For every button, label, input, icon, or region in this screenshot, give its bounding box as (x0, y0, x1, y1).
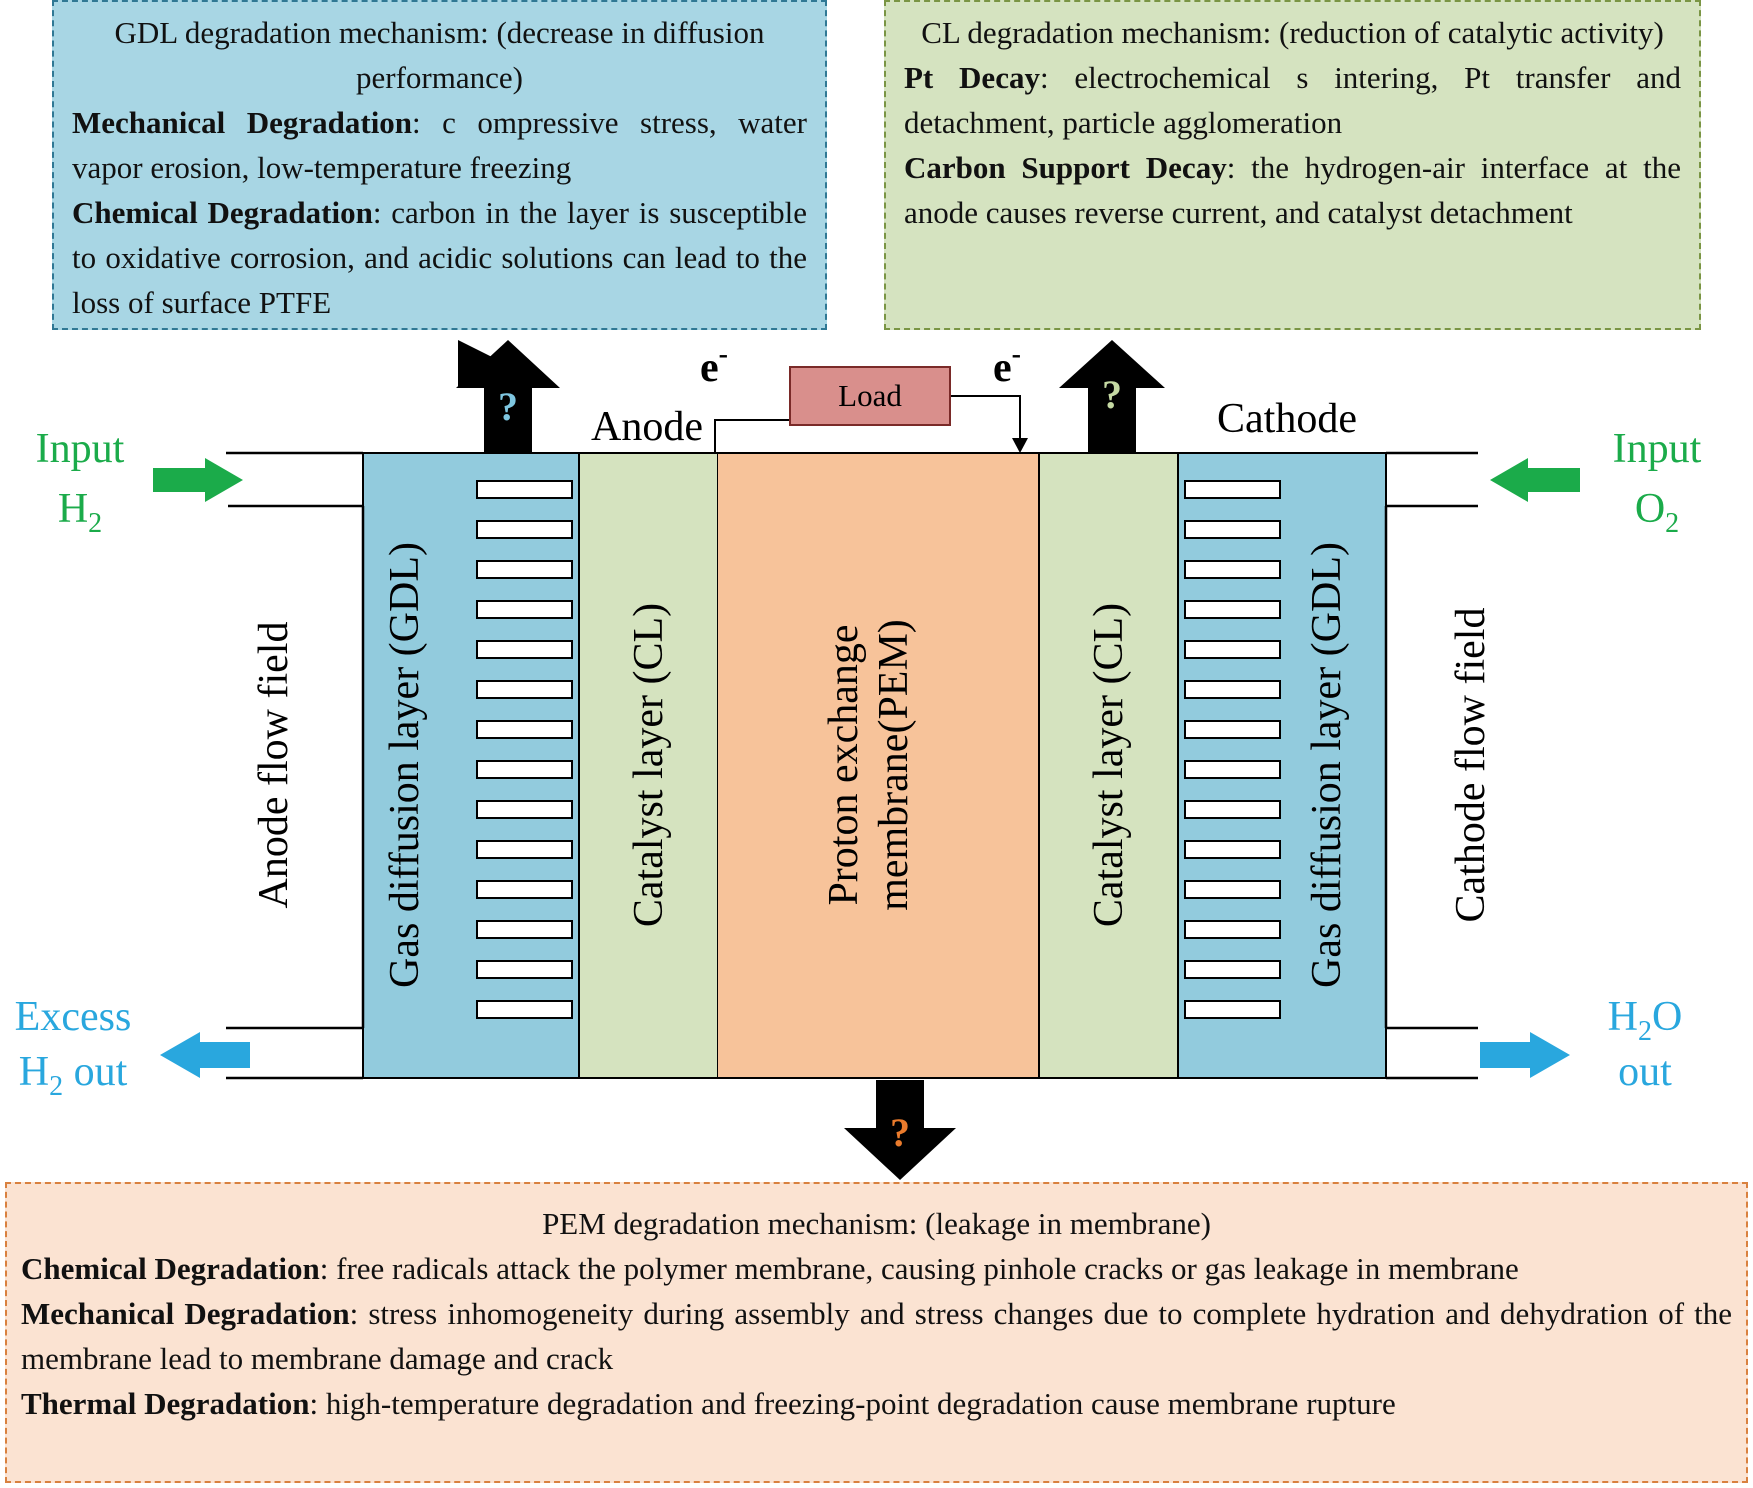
gdl-chemical-item: Chemical Degradation: carbon in the laye… (72, 190, 807, 325)
cl-pt-term: Pt Decay (904, 60, 1040, 95)
pem-thermal-item: Thermal Degradation: high-temperature de… (21, 1381, 1732, 1426)
pem-degradation-arrow (844, 1080, 956, 1180)
circuit-arrow-head (1012, 438, 1028, 453)
circuit-wire-left (714, 419, 790, 453)
pem-thermal-term: Thermal Degradation (21, 1386, 310, 1421)
flow-channel-rib (476, 960, 573, 979)
flow-channel-rib (1184, 560, 1281, 579)
flow-channel-rib (476, 640, 573, 659)
flow-channel-rib (1184, 960, 1281, 979)
electron-right: e- (993, 339, 1021, 391)
pem-chemical-text: : free radicals attack the polymer membr… (319, 1251, 1519, 1286)
cl-left-label: Catalyst layer (CL) (626, 603, 672, 927)
gdl-left-ribs (476, 480, 573, 1019)
input-h2-arrow (153, 458, 243, 502)
gdl-box-title: GDL degradation mechanism: (decrease in … (114, 15, 765, 95)
cl-question-mark: ? (1102, 372, 1122, 417)
pem-mechanical-item: Mechanical Degradation: stress inhomogen… (21, 1291, 1732, 1381)
cl-box-title: CL degradation mechanism: (reduction of … (921, 15, 1664, 50)
pem-chemical-item: Chemical Degradation: free radicals atta… (21, 1246, 1732, 1291)
flow-channel-rib (1184, 520, 1281, 539)
cathode-flow-field-label: Cathode flow field (1448, 608, 1494, 923)
flow-channel-rib (476, 760, 573, 779)
pem-question-mark: ? (890, 1110, 910, 1155)
cl-pt-item: Pt Decay: electrochemical s intering, Pt… (904, 55, 1681, 145)
pem-mechanical-term: Mechanical Degradation (21, 1296, 350, 1331)
flow-channel-rib (1184, 480, 1281, 499)
gdl-mechanical-text: : c ompressive stress, water vapor erosi… (72, 105, 807, 185)
flow-channel-rib (476, 880, 573, 899)
excess-h2-label-line2: H2 out (19, 1049, 128, 1102)
cl-right-layer (1038, 452, 1179, 1079)
pem-label-line1: Proton exchange (821, 624, 867, 905)
anode-label: Anode (591, 404, 703, 450)
pem-thermal-text: : high-temperature degradation and freez… (309, 1386, 1396, 1421)
flow-channel-rib (1184, 800, 1281, 819)
flow-channel-rib (476, 1000, 573, 1019)
gdl-question-mark: ? (498, 384, 518, 429)
pem-layer (718, 453, 1039, 1078)
excess-h2-label-line1: Excess (15, 994, 132, 1040)
gdl-degradation-box: GDL degradation mechanism: (decrease in … (52, 0, 827, 330)
gdl-mechanical-item: Mechanical Degradation: c ompressive str… (72, 100, 807, 190)
flow-channel-rib (476, 600, 573, 619)
flow-channel-rib (1184, 600, 1281, 619)
load-box (789, 366, 951, 426)
h2o-out-label-line1: H2O (1608, 994, 1683, 1047)
flow-channel-rib (1184, 640, 1281, 659)
pem-label-line2: membrane(PEM) (871, 619, 917, 911)
flow-channel-rib (476, 840, 573, 859)
cl-degradation-arrow (1059, 340, 1165, 453)
circuit-wire-right (950, 395, 1021, 444)
pem-box-title: PEM degradation mechanism: (leakage in m… (542, 1206, 1211, 1241)
flow-channel-rib (1184, 680, 1281, 699)
input-h2-label-line2: H2 (58, 486, 102, 539)
h2o-out-label-line2: out (1618, 1049, 1672, 1095)
gdl-mechanical-term: Mechanical Degradation (72, 105, 413, 140)
flow-channel-rib (476, 800, 573, 819)
cl-right-label: Catalyst layer (CL) (1086, 603, 1132, 927)
gdl-left-label: Gas diffusion layer (GDL) (382, 542, 428, 988)
input-h2-label-line1: Input (36, 426, 125, 472)
gdl-right-ribs (1184, 480, 1281, 1019)
flow-channel-rib (476, 560, 573, 579)
cl-carbon-term: Carbon Support Decay (904, 150, 1227, 185)
flow-channel-rib (1184, 1000, 1281, 1019)
flow-channel-rib (1184, 840, 1281, 859)
input-o2-label-line2: O2 (1635, 486, 1679, 539)
flow-channel-rib (476, 520, 573, 539)
pem-mechanical-text: : stress inhomogeneity during assembly a… (21, 1296, 1732, 1376)
input-o2-arrow (1490, 458, 1580, 502)
cl-carbon-item: Carbon Support Decay: the hydrogen-air i… (904, 145, 1681, 235)
cl-degradation-box: CL degradation mechanism: (reduction of … (884, 0, 1701, 330)
gdl-chemical-term: Chemical Degradation (72, 195, 373, 230)
flow-channel-rib (476, 920, 573, 939)
flow-channel-rib (476, 680, 573, 699)
pem-degradation-box: PEM degradation mechanism: (leakage in m… (5, 1182, 1748, 1483)
flow-channel-rib (1184, 760, 1281, 779)
flow-channel-rib (1184, 720, 1281, 739)
gdl-degradation-arrow-body (456, 340, 560, 453)
load-label: Load (838, 378, 902, 413)
cathode-label: Cathode (1217, 396, 1357, 442)
electron-left: e- (700, 339, 728, 391)
cl-pt-text: : electrochemical s intering, Pt transfe… (904, 60, 1681, 140)
h2o-out-arrow (1480, 1032, 1570, 1078)
flow-channel-rib (476, 720, 573, 739)
flow-channel-rib (1184, 880, 1281, 899)
gdl-chemical-text: : carbon in the layer is susceptible to … (72, 195, 807, 320)
anode-flow-field-label: Anode flow field (251, 622, 297, 909)
flow-channel-rib (1184, 920, 1281, 939)
cl-carbon-text: : the hydrogen-air interface at the anod… (904, 150, 1681, 230)
flow-channel-rib (476, 480, 573, 499)
cl-left-layer (578, 452, 719, 1079)
gdl-right-label: Gas diffusion layer (GDL) (1304, 542, 1350, 988)
pem-chemical-term: Chemical Degradation (21, 1251, 320, 1286)
input-o2-label-line1: Input (1613, 426, 1702, 472)
excess-h2-arrow (160, 1032, 250, 1078)
